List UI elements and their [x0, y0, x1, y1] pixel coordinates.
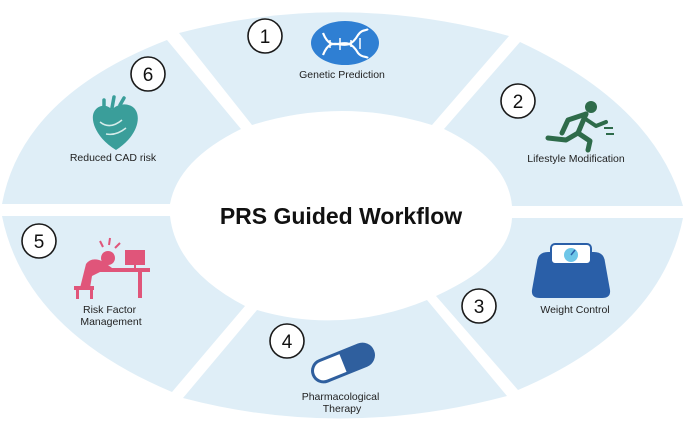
step-number: 4	[282, 332, 293, 353]
step-reduced-cad-risk: 6 Reduced CAD risk	[70, 56, 166, 164]
step-number: 6	[143, 65, 154, 86]
step-label: Reduced CAD risk	[70, 152, 157, 164]
step-label: Lifestyle Modification	[527, 153, 625, 165]
step-number-circle	[247, 18, 283, 54]
segment-risk-factor-management	[2, 216, 245, 392]
step-genetic-prediction: 1 Genetic Prediction	[247, 18, 385, 81]
dna-icon	[311, 21, 379, 65]
step-label: Genetic Prediction	[299, 69, 385, 81]
step-label: Pharmacological Therapy	[302, 391, 383, 415]
step-number-circle	[269, 323, 305, 359]
step-risk-factor-management: 5 Risk Factor Management	[21, 223, 150, 328]
step-number-circle	[500, 83, 536, 119]
center-ellipse	[171, 119, 511, 311]
segment-weight-control	[436, 218, 683, 390]
step-number-circle	[130, 56, 166, 92]
step-number-circle	[461, 288, 497, 324]
step-number: 2	[513, 92, 524, 113]
step-label: Risk Factor Management	[80, 304, 141, 328]
step-number-circle	[21, 223, 57, 259]
pill-capsule-icon	[311, 342, 375, 384]
heart-icon	[92, 95, 138, 150]
running-person-icon	[545, 101, 614, 153]
step-number: 1	[260, 27, 271, 48]
step-pharmacological-therapy: 4 Pharmacological Therapy	[269, 323, 383, 415]
step-lifestyle-modification: 2 Lifestyle Modification	[500, 83, 625, 165]
step-number: 3	[474, 297, 485, 318]
center-title: PRS Guided Workflow	[220, 203, 462, 229]
step-number: 5	[34, 232, 45, 253]
stressed-person-desk-icon	[74, 237, 150, 299]
step-weight-control: 3 Weight Control	[461, 243, 611, 324]
step-label: Weight Control	[540, 304, 609, 316]
weight-scale-icon	[531, 243, 611, 298]
